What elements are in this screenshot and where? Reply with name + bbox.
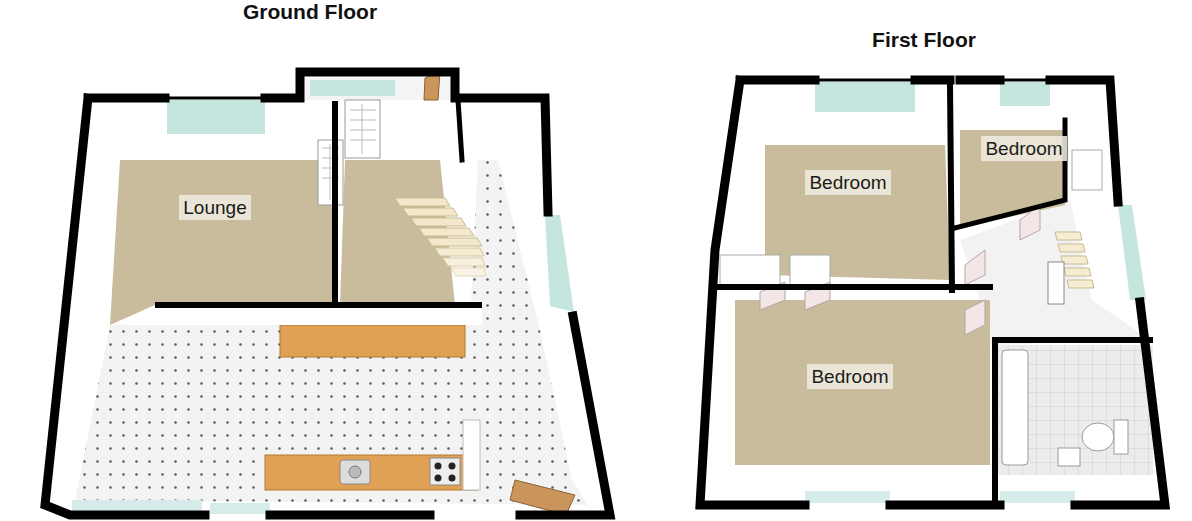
ground-floor-floors-part bbox=[110, 160, 332, 325]
door-part bbox=[318, 140, 343, 205]
door-part bbox=[350, 104, 376, 154]
wall-part bbox=[458, 100, 462, 160]
ground-floor-stairs-part bbox=[419, 228, 474, 236]
kitchen-counter-part bbox=[435, 475, 442, 482]
first-floor-stairs-part bbox=[1058, 244, 1085, 252]
bathroom-fixture-part bbox=[1114, 420, 1128, 454]
cupboard-part bbox=[965, 250, 985, 285]
ground-floor-stairs-part bbox=[443, 258, 485, 266]
first-floor-floors bbox=[735, 130, 1153, 475]
first-floor-stairs-part bbox=[1055, 232, 1082, 240]
window-part bbox=[805, 491, 890, 503]
ground-floor-stairs-part bbox=[411, 218, 466, 226]
floor-plan: Ground FloorLounge bbox=[40, 0, 580, 521]
window-part bbox=[815, 82, 915, 112]
room-name: Bedroom bbox=[811, 365, 888, 388]
ground-floor-floors bbox=[75, 78, 588, 505]
room-label: Bedroom bbox=[805, 170, 890, 195]
kitchen-counter-part bbox=[430, 458, 460, 485]
kitchen-counter-part bbox=[463, 420, 480, 490]
floor-plan: First FloorBedroomBedroomBedroom bbox=[690, 28, 1158, 518]
cupboard-part bbox=[1072, 150, 1102, 190]
wall-part bbox=[815, 79, 1050, 82]
wall-part bbox=[950, 85, 952, 290]
kitchen-counter-part bbox=[449, 475, 456, 482]
floor-heading: Ground Floor bbox=[243, 0, 377, 24]
ground-floor-stairs bbox=[395, 198, 486, 276]
room-name: Bedroom bbox=[809, 171, 886, 194]
window-part bbox=[167, 100, 265, 134]
wall-part bbox=[715, 284, 990, 290]
first-floor-floors-part bbox=[998, 345, 1153, 475]
floor-heading: First Floor bbox=[872, 28, 976, 52]
ground-floor-stairs-part bbox=[403, 208, 458, 216]
window-part bbox=[545, 215, 574, 312]
wall-part bbox=[700, 80, 1165, 505]
kitchen-counter-part bbox=[449, 463, 456, 470]
cupboard-part bbox=[720, 255, 780, 287]
kitchen-counter bbox=[265, 325, 480, 490]
room-name: Lounge bbox=[183, 196, 246, 219]
room-name: Bedroom bbox=[985, 137, 1062, 160]
bathroom-fixture-part bbox=[1082, 423, 1114, 451]
window bbox=[805, 82, 1146, 503]
kitchen-counter-part bbox=[265, 455, 477, 490]
wall-part bbox=[332, 104, 338, 305]
ground-floor-stairs-part bbox=[395, 198, 450, 206]
cupboard bbox=[720, 150, 1102, 335]
first-floor-stairs-part bbox=[1064, 268, 1091, 276]
wall-part bbox=[155, 302, 482, 308]
bathroom-fixture bbox=[1002, 350, 1128, 466]
kitchen-counter-part bbox=[349, 466, 361, 478]
ground-floor-floors-part bbox=[75, 160, 588, 505]
room-label: Bedroom bbox=[807, 364, 892, 389]
first-floor-stairs bbox=[1048, 232, 1094, 304]
wall-part bbox=[155, 305, 482, 325]
kitchen-counter-part bbox=[340, 460, 370, 484]
cupboard-part bbox=[965, 300, 985, 335]
door-part bbox=[510, 480, 575, 515]
door-part bbox=[345, 100, 380, 158]
wall-part bbox=[995, 340, 1150, 505]
ground-floor-stairs-part bbox=[427, 238, 482, 246]
first-floor-stairs-part bbox=[1048, 262, 1064, 304]
kitchen-counter-part bbox=[280, 325, 465, 357]
room-label: Lounge bbox=[179, 195, 250, 220]
cupboard-part bbox=[790, 255, 830, 287]
window-part bbox=[310, 80, 395, 96]
window-part bbox=[1118, 205, 1146, 300]
kitchen-counter-part bbox=[435, 463, 442, 470]
wall bbox=[45, 72, 610, 515]
ground-floor-stairs-part bbox=[451, 268, 486, 276]
window-part bbox=[1000, 82, 1050, 106]
window bbox=[72, 80, 574, 514]
door bbox=[318, 72, 575, 515]
bathroom-fixture-part bbox=[1058, 448, 1080, 466]
first-floor-floors-part bbox=[735, 300, 990, 465]
first-floor-stairs-part bbox=[1067, 280, 1094, 288]
ground-floor-stairs-part bbox=[435, 248, 484, 256]
wall bbox=[700, 80, 1165, 505]
wall-part bbox=[165, 97, 265, 100]
window-part bbox=[1000, 491, 1075, 503]
first-floor-stairs-part bbox=[1061, 256, 1088, 264]
wall-part bbox=[45, 72, 610, 515]
bathroom-fixture-part bbox=[1002, 350, 1028, 465]
window-part bbox=[210, 503, 270, 514]
wall bbox=[155, 305, 482, 325]
room-label: Bedroom bbox=[981, 136, 1066, 161]
